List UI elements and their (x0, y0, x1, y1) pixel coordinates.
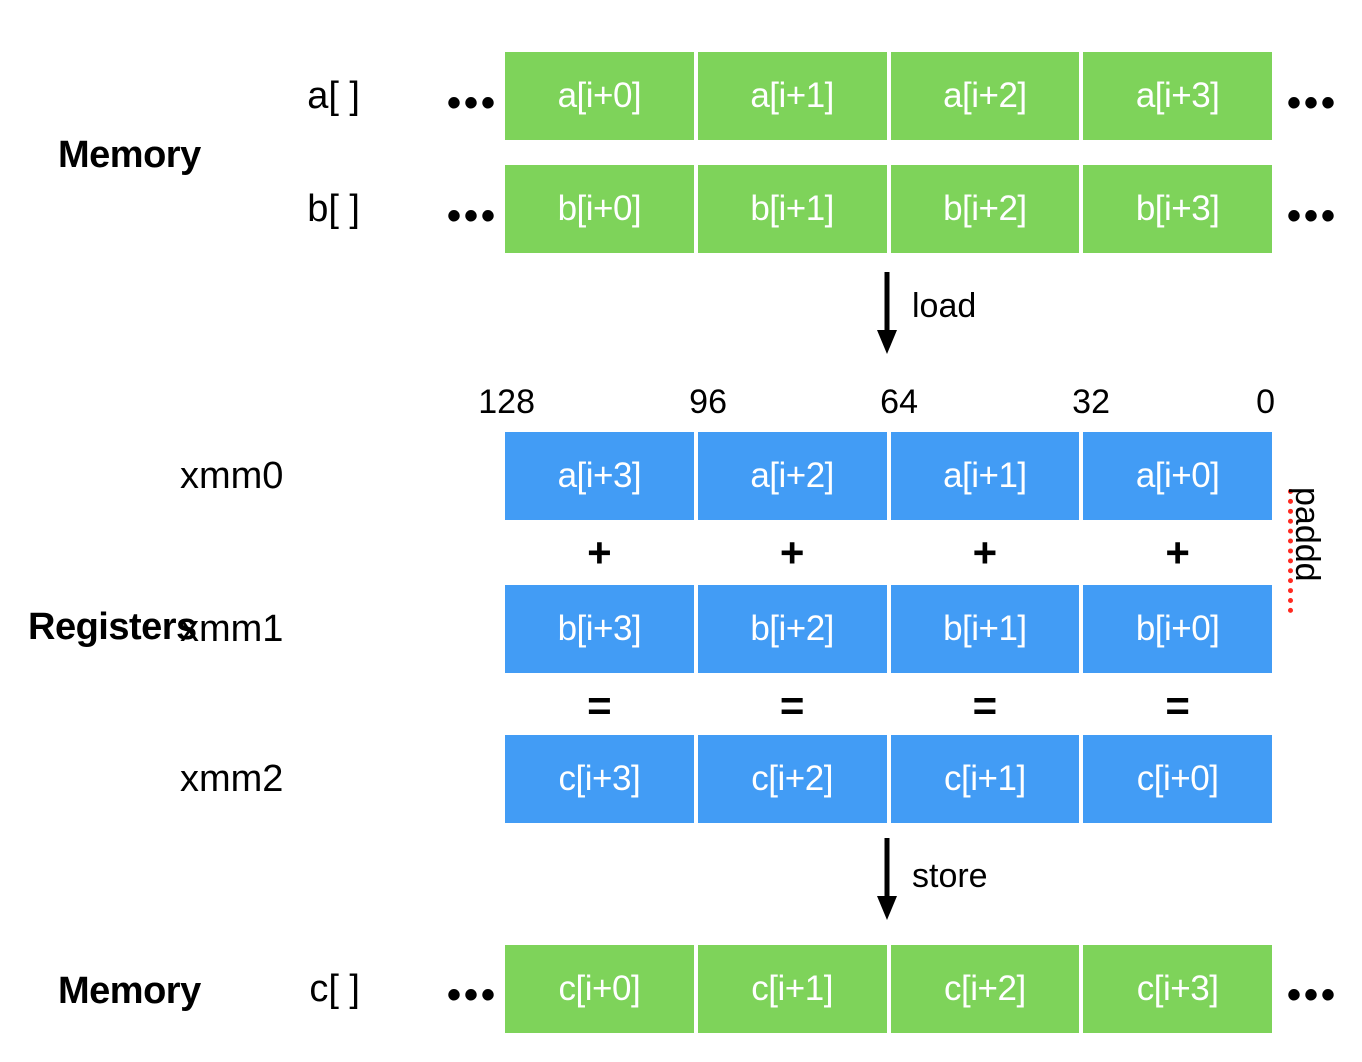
register-row-xmm2: c[i+3] c[i+2] c[i+1] c[i+0] (505, 735, 1272, 823)
load-arrow-icon (877, 272, 897, 354)
paddd-bracket-line (1288, 489, 1293, 613)
memory-cell-c0: c[i+0] (505, 945, 694, 1033)
store-arrow (875, 838, 905, 928)
trailing-ellipsis-a: ••• (1287, 81, 1339, 125)
register-cell-xmm2-3: c[i+3] (505, 735, 694, 823)
section-label-memory-top: Memory (58, 134, 201, 176)
leading-ellipsis-c: ••• (447, 973, 499, 1017)
register-cell-xmm0-3: a[i+3] (505, 432, 694, 520)
plus-operator-3: + (587, 529, 612, 576)
array-label-a: a[ ] (307, 75, 360, 117)
section-label-registers: Registers (28, 606, 197, 648)
register-cell-xmm2-2: c[i+2] (697, 735, 887, 823)
bit-tick-32: 32 (1072, 383, 1110, 421)
register-cell-xmm1-0: b[i+0] (1083, 585, 1272, 673)
memory-cell-b2: b[i+2] (890, 165, 1080, 253)
paddd-instruction-label: paddd (1288, 487, 1326, 582)
register-cell-xmm0-0: a[i+0] (1083, 432, 1272, 520)
leading-ellipsis-b: ••• (447, 194, 499, 238)
bit-position-ruler: 128 96 64 32 0 (0, 383, 1362, 427)
register-row-xmm1: b[i+3] b[i+2] b[i+1] b[i+0] (505, 585, 1272, 673)
array-label-b: b[ ] (307, 188, 360, 230)
trailing-ellipsis-c: ••• (1287, 973, 1339, 1017)
memory-cell-c1: c[i+1] (697, 945, 887, 1033)
trailing-ellipsis-b: ••• (1287, 194, 1339, 238)
register-cell-xmm1-1: b[i+1] (890, 585, 1080, 673)
memory-cell-a0: a[i+0] (505, 52, 694, 140)
register-cell-xmm1-3: b[i+3] (505, 585, 694, 673)
register-row-xmm0: a[i+3] a[i+2] a[i+1] a[i+0] (505, 432, 1272, 520)
memory-cell-c3: c[i+3] (1083, 945, 1272, 1033)
memory-cell-a1: a[i+1] (697, 52, 887, 140)
plus-operator-2: + (779, 529, 805, 576)
register-label-xmm2: xmm2 (180, 758, 284, 800)
memory-cell-a3: a[i+3] (1083, 52, 1272, 140)
leading-ellipsis-a: ••• (447, 81, 499, 125)
equals-operator-2: = (779, 682, 805, 729)
register-cell-xmm0-1: a[i+1] (890, 432, 1080, 520)
register-cell-xmm1-2: b[i+2] (697, 585, 887, 673)
plus-operator-0: + (1165, 529, 1190, 576)
bit-tick-96: 96 (689, 383, 727, 421)
section-label-memory-bottom: Memory (58, 970, 201, 1012)
equals-operator-3: = (587, 682, 612, 729)
register-cell-xmm2-0: c[i+0] (1083, 735, 1272, 823)
memory-cell-a2: a[i+2] (890, 52, 1080, 140)
memory-cell-b1: b[i+1] (697, 165, 887, 253)
load-arrow (875, 272, 905, 362)
register-cell-xmm0-2: a[i+2] (697, 432, 887, 520)
operator-row-equals: = = = = (505, 680, 1272, 732)
memory-row-c: c[i+0] c[i+1] c[i+2] c[i+3] (505, 945, 1272, 1033)
store-arrow-label: store (912, 857, 988, 895)
register-cell-xmm2-1: c[i+1] (890, 735, 1080, 823)
bit-tick-64: 64 (880, 383, 918, 421)
bit-tick-128: 128 (478, 383, 535, 421)
memory-cell-b3: b[i+3] (1083, 165, 1272, 253)
plus-operator-1: + (972, 529, 998, 576)
load-arrow-label: load (912, 287, 977, 325)
memory-cell-b0: b[i+0] (505, 165, 694, 253)
equals-operator-1: = (972, 682, 998, 729)
equals-operator-0: = (1165, 682, 1190, 729)
memory-row-a: a[i+0] a[i+1] a[i+2] a[i+3] (505, 52, 1272, 140)
register-label-xmm1: xmm1 (180, 608, 284, 650)
register-label-xmm0: xmm0 (180, 455, 284, 497)
store-arrow-icon (877, 838, 897, 920)
bit-tick-0: 0 (1256, 383, 1275, 421)
memory-cell-c2: c[i+2] (890, 945, 1080, 1033)
array-label-c: c[ ] (309, 968, 360, 1010)
operator-row-plus: + + + + (505, 527, 1272, 579)
memory-row-b: b[i+0] b[i+1] b[i+2] b[i+3] (505, 165, 1272, 253)
